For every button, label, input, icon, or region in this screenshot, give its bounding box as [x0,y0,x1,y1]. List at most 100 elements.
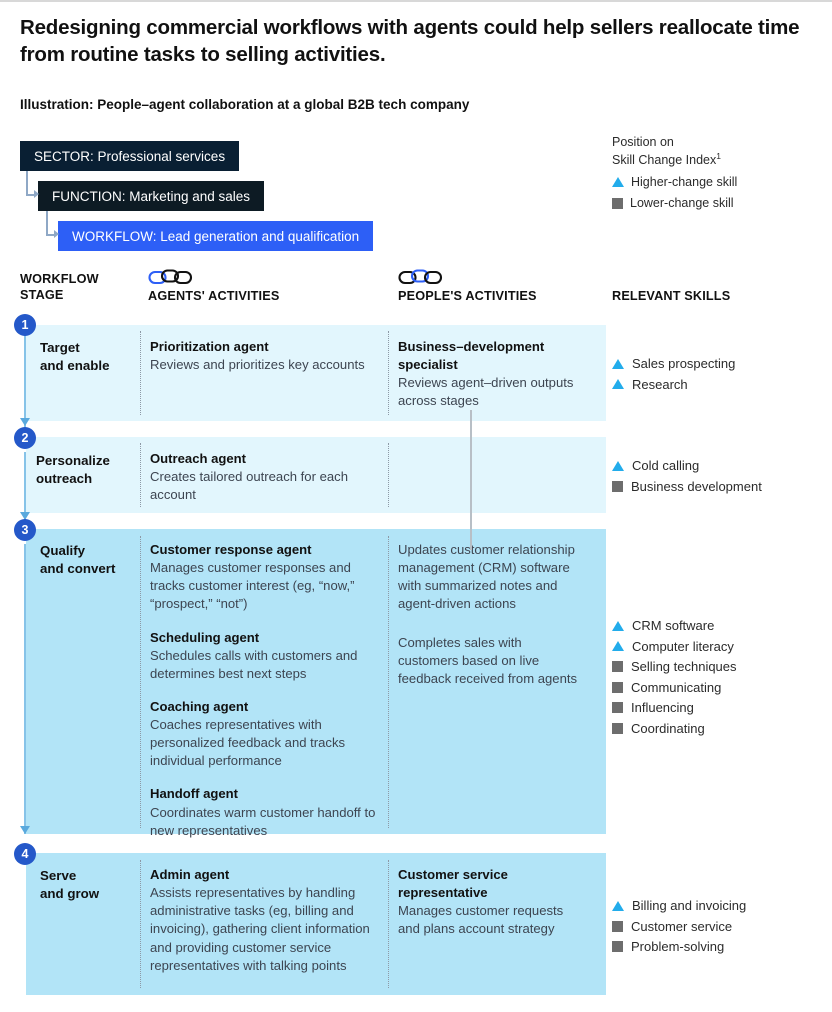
people-cell-4-heading: Customer service representative [398,867,508,901]
flow-line-2-3 [24,452,26,520]
page-title: Redesigning commercial workflows with ag… [20,16,800,67]
row-band-4 [26,853,606,995]
stage-label-4: Serve and grow [40,867,99,904]
skill-item: Research [612,377,832,392]
skill-item: Selling techniques [612,659,832,674]
skill-item: Cold calling [612,458,832,473]
agents-cell-3-heading-4: Handoff agent [150,786,239,802]
legend-item-higher-change-label: Higher-change skill [631,175,738,190]
breadcrumb-sector-label: SECTOR: Professional services [34,148,226,164]
row-band-3 [26,529,606,834]
skill-item: Billing and invoicing [612,898,832,913]
triangle-icon [612,900,624,911]
square-icon [612,480,623,492]
agents-cell-3-heading-1: Customer response agent [150,542,312,557]
agents-cell-3: Customer response agent Manages customer… [150,541,385,840]
people-cell-1-body: Reviews agent–driven outputs across stag… [398,375,574,409]
chain-link-people-icon [398,269,444,291]
legend-footnote-marker: 1 [716,150,721,161]
skills-group-3: CRM software Computer literacy Selling t… [612,618,832,741]
skill-item: Computer literacy [612,639,832,654]
role-span-connector [470,410,472,550]
agents-cell-3-body-4: Coordinates warm customer handoff to new… [150,804,376,838]
people-cell-3-body-2: Completes sales with customers based on … [398,634,578,686]
square-icon [612,722,623,734]
agents-cell-2-heading: Outreach agent [150,451,247,466]
agents-cell-3-heading-3: Coaching agent [150,698,249,714]
flow-line-1-2 [24,330,26,428]
skill-label: Customer service [631,918,733,934]
flow-arrow-2-3 [19,512,30,520]
stage-number-3: 3 [14,519,36,541]
skill-label: Sales prospecting [632,356,736,371]
top-rule [0,0,832,2]
row-divider-3-agents [140,536,141,828]
legend-item-lower-change: Lower-change skill [612,196,832,210]
stage-label-4-line1: Serve [40,868,77,883]
people-cell-1-heading: Business–development specialist [398,339,545,373]
stage-label-2-line2: outreach [36,471,93,487]
skill-item: Influencing [612,700,832,715]
agents-cell-1-body: Reviews and prioritizes key accounts [150,357,365,373]
row-band-2 [26,437,606,513]
legend-item-lower-change-label: Lower-change skill [630,196,734,211]
legend-title-line1: Position on [612,135,674,149]
triangle-icon [612,379,624,389]
agents-cell-3-body-1: Manages customer responses and tracks cu… [150,560,355,612]
column-header-peoples-activities: PEOPLE'S ACTIVITIES [398,289,537,303]
people-cell-3: Updates customer relationship management… [398,541,578,688]
column-header-workflow-stage: WORKFLOW STAGE [20,272,99,304]
row-band-1 [26,325,606,421]
page-subtitle: Illustration: People–agent collaboration… [20,97,470,112]
people-cell-4-body: Manages customer requests and plans acco… [398,903,564,937]
breadcrumb-function[interactable]: FUNCTION: Marketing and sales [38,181,265,211]
agents-cell-4-body: Assists representatives by handling admi… [150,885,370,973]
legend: Position on Skill Change Index1 Higher-c… [612,134,832,210]
agents-cell-3-body-2: Schedules calls with customers and deter… [150,647,358,681]
people-cell-1: Business–development specialist Reviews … [398,338,593,411]
skills-group-4: Billing and invoicing Customer service P… [612,898,832,960]
square-icon [612,681,623,693]
people-cell-4: Customer service representative Manages … [398,866,578,939]
agents-cell-3-body-3: Coaches representatives with personalize… [150,717,346,769]
breadcrumb-sector[interactable]: SECTOR: Professional services [20,141,240,171]
column-header-relevant-skills: RELEVANT SKILLS [612,289,731,303]
skill-label: Problem-solving [631,939,725,954]
stage-label-2-line1: Personalize [36,453,110,468]
agents-cell-4: Admin agent Assists representatives by h… [150,866,385,975]
skill-label: Selling techniques [631,659,737,674]
legend-item-higher-change: Higher-change skill [612,175,832,189]
skill-item: Problem-solving [612,939,832,954]
flow-arrow-1-2 [19,418,30,426]
stage-label-2: Personalize outreach [36,452,110,489]
row-divider-2-agents [140,443,141,507]
skill-item: Business development [612,479,832,494]
skill-item: Coordinating [612,721,832,736]
square-icon [612,920,623,932]
agents-cell-3-heading-2: Scheduling agent [150,629,260,645]
skill-label: Cold calling [632,458,700,473]
skill-label: Business development [631,478,762,494]
skill-label: Billing and invoicing [632,898,747,913]
skill-label: Coordinating [631,720,705,736]
agents-cell-1: Prioritization agent Reviews and priorit… [150,338,375,374]
column-header-agents-activities: AGENTS' ACTIVITIES [148,289,280,303]
skill-item: Sales prospecting [612,356,832,371]
row-divider-4-agents [140,860,141,988]
breadcrumb-workflow[interactable]: WORKFLOW: Lead generation and qualificat… [58,221,374,251]
agents-cell-1-heading: Prioritization agent [150,339,269,354]
legend-title: Position on Skill Change Index1 [612,134,832,168]
square-icon [612,197,623,209]
skill-label: Research [632,376,688,392]
stage-number-1: 1 [14,314,36,336]
square-icon [612,941,623,952]
stage-number-2: 2 [14,427,36,449]
stage-label-3-line2: and convert [40,561,116,577]
row-divider-1-agents [140,331,141,415]
chain-link-agents-icon [148,269,194,291]
skill-label: CRM software [632,618,715,633]
stage-label-1-line2: and enable [40,358,110,374]
stage-label-3: Qualify and convert [40,542,115,579]
stage-label-1-line1: Target [40,340,80,355]
row-divider-3-people [388,536,389,828]
